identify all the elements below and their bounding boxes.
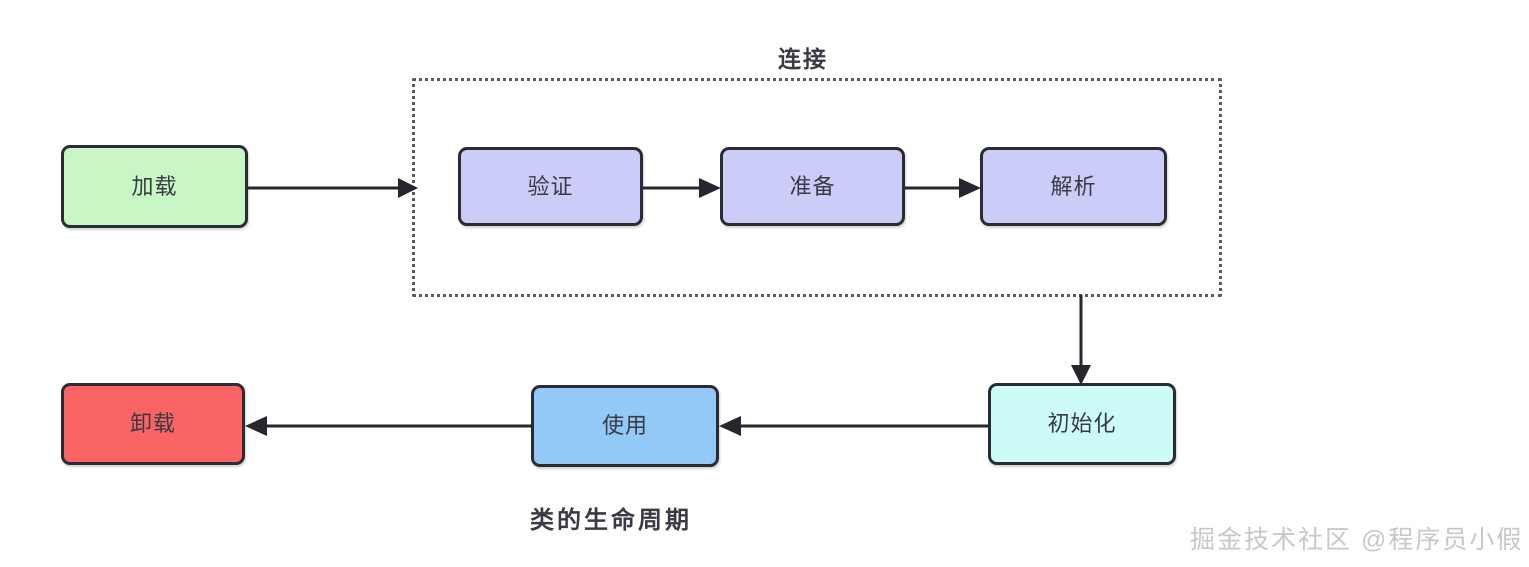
node-verify-label: 验证 [527, 173, 574, 199]
watermark-text: 掘金技术社区 @程序员小假 [1190, 526, 1524, 554]
node-prepare[interactable]: 准备 [720, 147, 905, 226]
edge-initialize-to-use [719, 416, 989, 436]
node-prepare-label: 准备 [789, 173, 836, 199]
node-initialize-label: 初始化 [1047, 411, 1117, 436]
edge-verify-to-prepare [643, 178, 721, 198]
edge-use-to-unload [245, 416, 533, 436]
diagram-caption: 类的生命周期 [530, 507, 692, 534]
edge-load-to-linking [248, 178, 418, 198]
node-use-label: 使用 [601, 413, 648, 438]
node-initialize[interactable]: 初始化 [988, 383, 1176, 465]
edge-linking-to-initialize [1071, 295, 1091, 385]
node-resolve-label: 解析 [1050, 173, 1097, 199]
linking-group-title: 连接 [778, 46, 828, 72]
node-verify[interactable]: 验证 [458, 147, 643, 226]
node-unload-label: 卸载 [129, 411, 176, 436]
node-resolve[interactable]: 解析 [980, 147, 1167, 226]
edge-prepare-to-resolve [905, 178, 981, 198]
node-use[interactable]: 使用 [531, 385, 719, 467]
node-load[interactable]: 加载 [61, 145, 248, 228]
node-unload[interactable]: 卸载 [61, 383, 245, 465]
node-load-label: 加载 [131, 173, 178, 199]
